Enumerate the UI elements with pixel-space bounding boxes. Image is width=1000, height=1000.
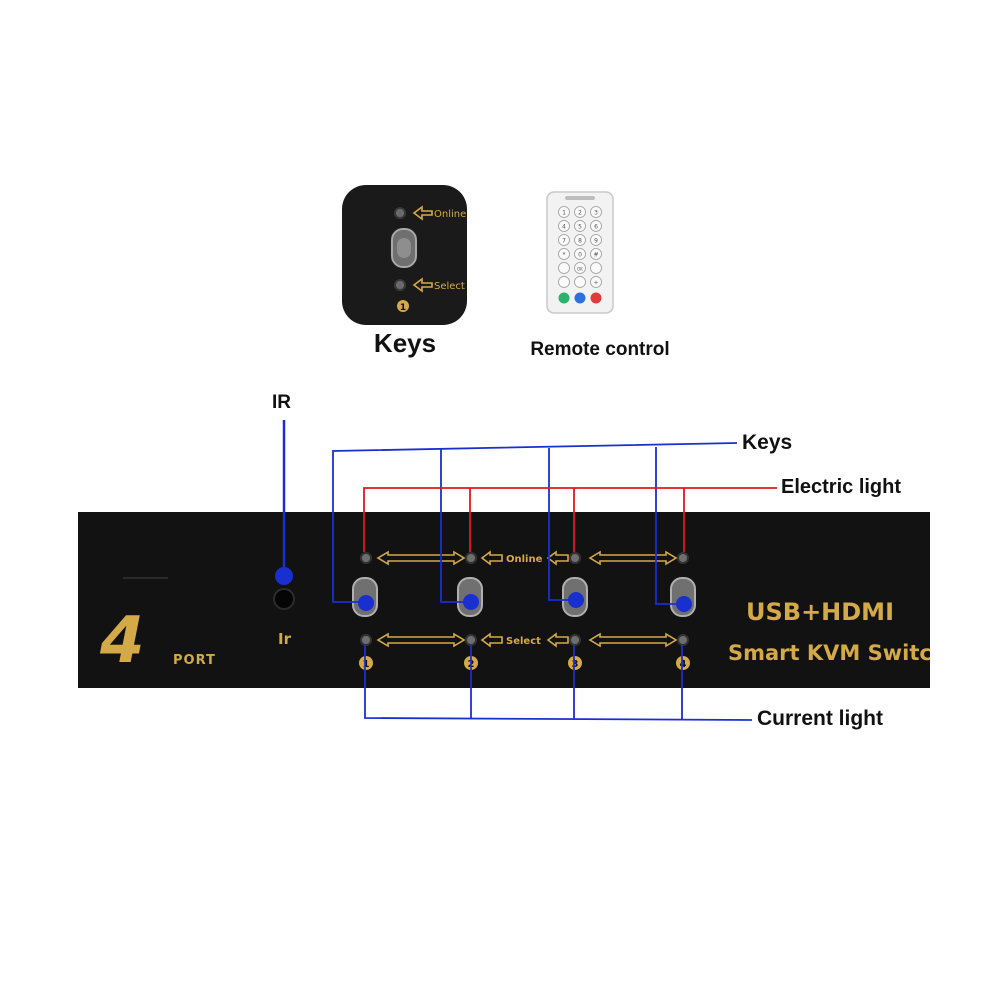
electric-light-callout-label: Electric light bbox=[781, 476, 902, 498]
ir-callout-label: IR bbox=[272, 392, 291, 413]
select-led-icon bbox=[394, 279, 406, 291]
remote-color-keys bbox=[558, 292, 602, 304]
remote-key bbox=[558, 248, 570, 260]
device-title-line1: USB+HDMI bbox=[746, 598, 894, 626]
key-dot-3 bbox=[568, 592, 584, 608]
remote-key bbox=[558, 206, 570, 218]
online-led-4-icon bbox=[677, 552, 689, 564]
electric-light-callout-lines bbox=[363, 487, 777, 552]
select-led-4-icon bbox=[677, 634, 689, 646]
online-led-2-icon bbox=[465, 552, 477, 564]
remote-key-label: OK bbox=[577, 267, 583, 272]
remote-key bbox=[558, 262, 570, 274]
remote-key bbox=[574, 220, 586, 232]
key-dot-1 bbox=[358, 595, 374, 611]
current-light-callout-label: Current light bbox=[757, 707, 883, 730]
current-light-callout-lines bbox=[364, 645, 753, 721]
select-panel-label: Select bbox=[506, 636, 541, 647]
select-led-1-icon bbox=[360, 634, 372, 646]
remote-key-label: 8 bbox=[578, 238, 582, 245]
select-arrow-rail bbox=[376, 632, 678, 648]
port-count-logo: 4 bbox=[99, 604, 145, 678]
select-led-3-icon bbox=[569, 634, 581, 646]
remote-key bbox=[590, 248, 602, 260]
thumb-port-number: 1 bbox=[400, 303, 406, 313]
remote-color-key bbox=[574, 292, 586, 304]
online-arrow-rail bbox=[376, 550, 678, 566]
remote-key-label: 7 bbox=[562, 238, 566, 245]
remote-control-caption: Remote control bbox=[530, 339, 670, 360]
remote-color-key bbox=[558, 292, 570, 304]
remote-key bbox=[574, 234, 586, 246]
remote-key-label: 9 bbox=[594, 238, 598, 245]
remote-key bbox=[590, 262, 602, 274]
remote-key bbox=[558, 220, 570, 232]
port-number-4: 4 bbox=[680, 659, 687, 670]
kvm-switch-front-panel: 4 PORT Ir Online Select bbox=[78, 512, 947, 688]
remote-key bbox=[574, 262, 586, 274]
device-title-line2: Smart KVM Switch bbox=[728, 641, 930, 665]
remote-key-label: 3 bbox=[594, 210, 598, 217]
key-dot-2 bbox=[463, 594, 479, 610]
remote-key-label: + bbox=[593, 280, 598, 287]
remote-key-label: 2 bbox=[578, 210, 582, 217]
remote-key bbox=[590, 276, 602, 288]
online-led-icon bbox=[394, 207, 406, 219]
thumb-select-label: Select bbox=[434, 281, 465, 292]
key-dot-4 bbox=[676, 596, 692, 612]
remote-key-label: 5 bbox=[578, 224, 582, 231]
arrow-left-icon bbox=[412, 277, 433, 293]
remote-key bbox=[574, 276, 586, 288]
ir-callout-dot bbox=[275, 567, 293, 585]
remote-control-image: 1 2 3 4 5 6 7 8 9 * 0 # OK + bbox=[545, 190, 615, 315]
port-word-label: PORT bbox=[173, 653, 216, 668]
remote-key bbox=[558, 234, 570, 246]
port-number-badge bbox=[397, 300, 409, 312]
port-number-1: 1 bbox=[363, 659, 370, 670]
remote-key bbox=[574, 206, 586, 218]
remote-key-label: 0 bbox=[578, 252, 582, 259]
remote-key bbox=[558, 276, 570, 288]
remote-key-label: # bbox=[593, 252, 598, 259]
keys-callout-lines bbox=[332, 442, 738, 605]
keys-callout-label: Keys bbox=[742, 431, 793, 454]
remote-key bbox=[590, 206, 602, 218]
ir-panel-label: Ir bbox=[278, 630, 292, 648]
remote-key-label: 6 bbox=[594, 224, 598, 231]
keys-closeup-image: Online Select 1 bbox=[342, 185, 467, 325]
port-number-3: 3 bbox=[572, 659, 579, 670]
keys-caption: Keys bbox=[373, 328, 437, 358]
remote-key-label: 4 bbox=[562, 224, 566, 231]
remote-color-key bbox=[590, 292, 602, 304]
thumb-online-label: Online bbox=[434, 209, 466, 220]
remote-key bbox=[590, 220, 602, 232]
online-panel-label: Online bbox=[506, 554, 543, 565]
remote-keypad: 1 2 3 4 5 6 7 8 9 * 0 # OK + bbox=[558, 206, 602, 288]
online-led-1-icon bbox=[360, 552, 372, 564]
remote-key bbox=[574, 248, 586, 260]
remote-key-label: 1 bbox=[562, 210, 566, 217]
arrow-left-icon bbox=[412, 205, 433, 221]
online-led-3-icon bbox=[569, 552, 581, 564]
remote-key-label: * bbox=[563, 252, 566, 259]
remote-key bbox=[590, 234, 602, 246]
ir-receiver-icon bbox=[273, 588, 295, 610]
